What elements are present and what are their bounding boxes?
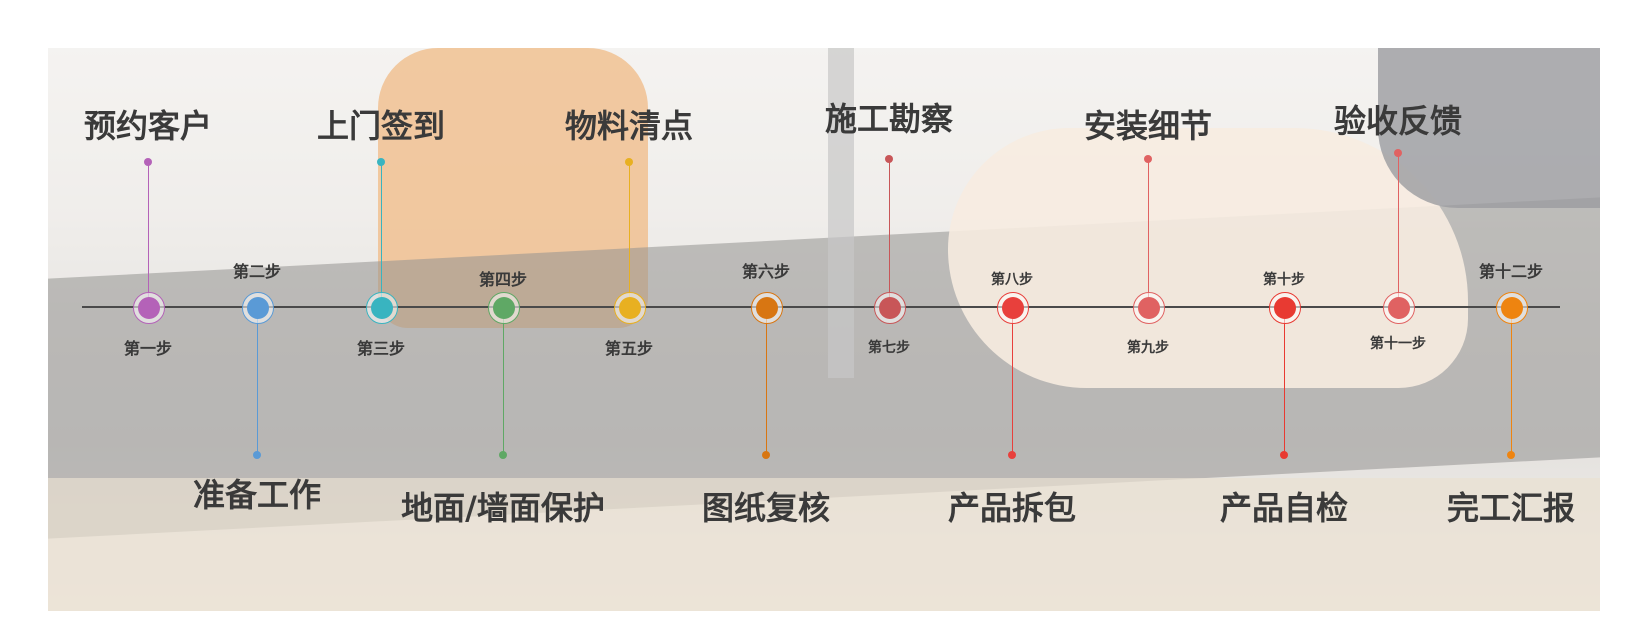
step-title: 施工勘察	[769, 94, 1009, 140]
step-connector	[889, 159, 890, 307]
step-node-core	[756, 297, 778, 319]
step-title: 预约客户	[28, 101, 268, 147]
step-node	[1269, 292, 1301, 324]
step-node-core	[138, 297, 160, 319]
step-node-core	[619, 297, 641, 319]
step-title: 安装细节	[1028, 101, 1268, 147]
step-connector	[1284, 307, 1285, 455]
step-connector	[148, 162, 149, 307]
step-title: 产品拆包	[892, 483, 1132, 529]
step-title: 准备工作	[137, 470, 377, 516]
step-number-label: 第七步	[829, 337, 949, 357]
step-node-core	[1501, 297, 1523, 319]
step-title: 上门签到	[261, 101, 501, 147]
step-connector-dot	[377, 158, 385, 166]
step-connector	[629, 162, 630, 307]
step-node	[1496, 292, 1528, 324]
step-node-core	[493, 297, 515, 319]
step-connector	[1148, 159, 1149, 307]
step-connector-dot	[499, 451, 507, 459]
step-node	[488, 292, 520, 324]
step-node-core	[1138, 297, 1160, 319]
step-title: 物料清点	[509, 101, 749, 147]
step-number-label: 第二步	[197, 258, 317, 282]
timeline-axis	[82, 306, 1560, 308]
step-node	[133, 292, 165, 324]
step-connector	[257, 307, 258, 455]
step-connector	[1511, 307, 1512, 455]
step-connector-dot	[1144, 155, 1152, 163]
step-node	[874, 292, 906, 324]
step-node-core	[371, 297, 393, 319]
step-number-label: 第十二步	[1451, 258, 1571, 282]
step-title: 完工汇报	[1391, 483, 1631, 529]
step-connector-dot	[1507, 451, 1515, 459]
step-number-label: 第六步	[706, 258, 826, 282]
step-node	[614, 292, 646, 324]
step-node	[997, 292, 1029, 324]
step-node	[242, 292, 274, 324]
step-connector-dot	[625, 158, 633, 166]
step-connector	[1012, 307, 1013, 455]
step-node	[1383, 292, 1415, 324]
step-connector	[766, 307, 767, 455]
step-title: 图纸复核	[646, 483, 886, 529]
step-number-label: 第十步	[1224, 269, 1344, 289]
step-node	[366, 292, 398, 324]
step-connector-dot	[144, 158, 152, 166]
step-title: 产品自检	[1164, 483, 1404, 529]
step-connector	[381, 162, 382, 307]
step-connector-dot	[253, 451, 261, 459]
step-node-core	[879, 297, 901, 319]
step-node	[751, 292, 783, 324]
step-node-core	[1002, 297, 1024, 319]
step-connector-dot	[762, 451, 770, 459]
step-connector-dot	[1280, 451, 1288, 459]
step-number-label: 第四步	[443, 266, 563, 290]
step-connector	[1398, 153, 1399, 307]
step-connector	[503, 307, 504, 455]
step-number-label: 第三步	[321, 335, 441, 359]
step-connector-dot	[1008, 451, 1016, 459]
step-connector-dot	[885, 155, 893, 163]
step-title: 地面/墙面保护	[383, 483, 623, 529]
step-title: 验收反馈	[1278, 96, 1518, 142]
step-number-label: 第五步	[569, 335, 689, 359]
step-number-label: 第八步	[952, 269, 1072, 289]
step-node	[1133, 292, 1165, 324]
step-node-core	[1388, 297, 1410, 319]
step-connector-dot	[1394, 149, 1402, 157]
step-number-label: 第十一步	[1338, 333, 1458, 353]
step-node-core	[247, 297, 269, 319]
step-node-core	[1274, 297, 1296, 319]
step-number-label: 第一步	[88, 335, 208, 359]
step-number-label: 第九步	[1088, 337, 1208, 357]
